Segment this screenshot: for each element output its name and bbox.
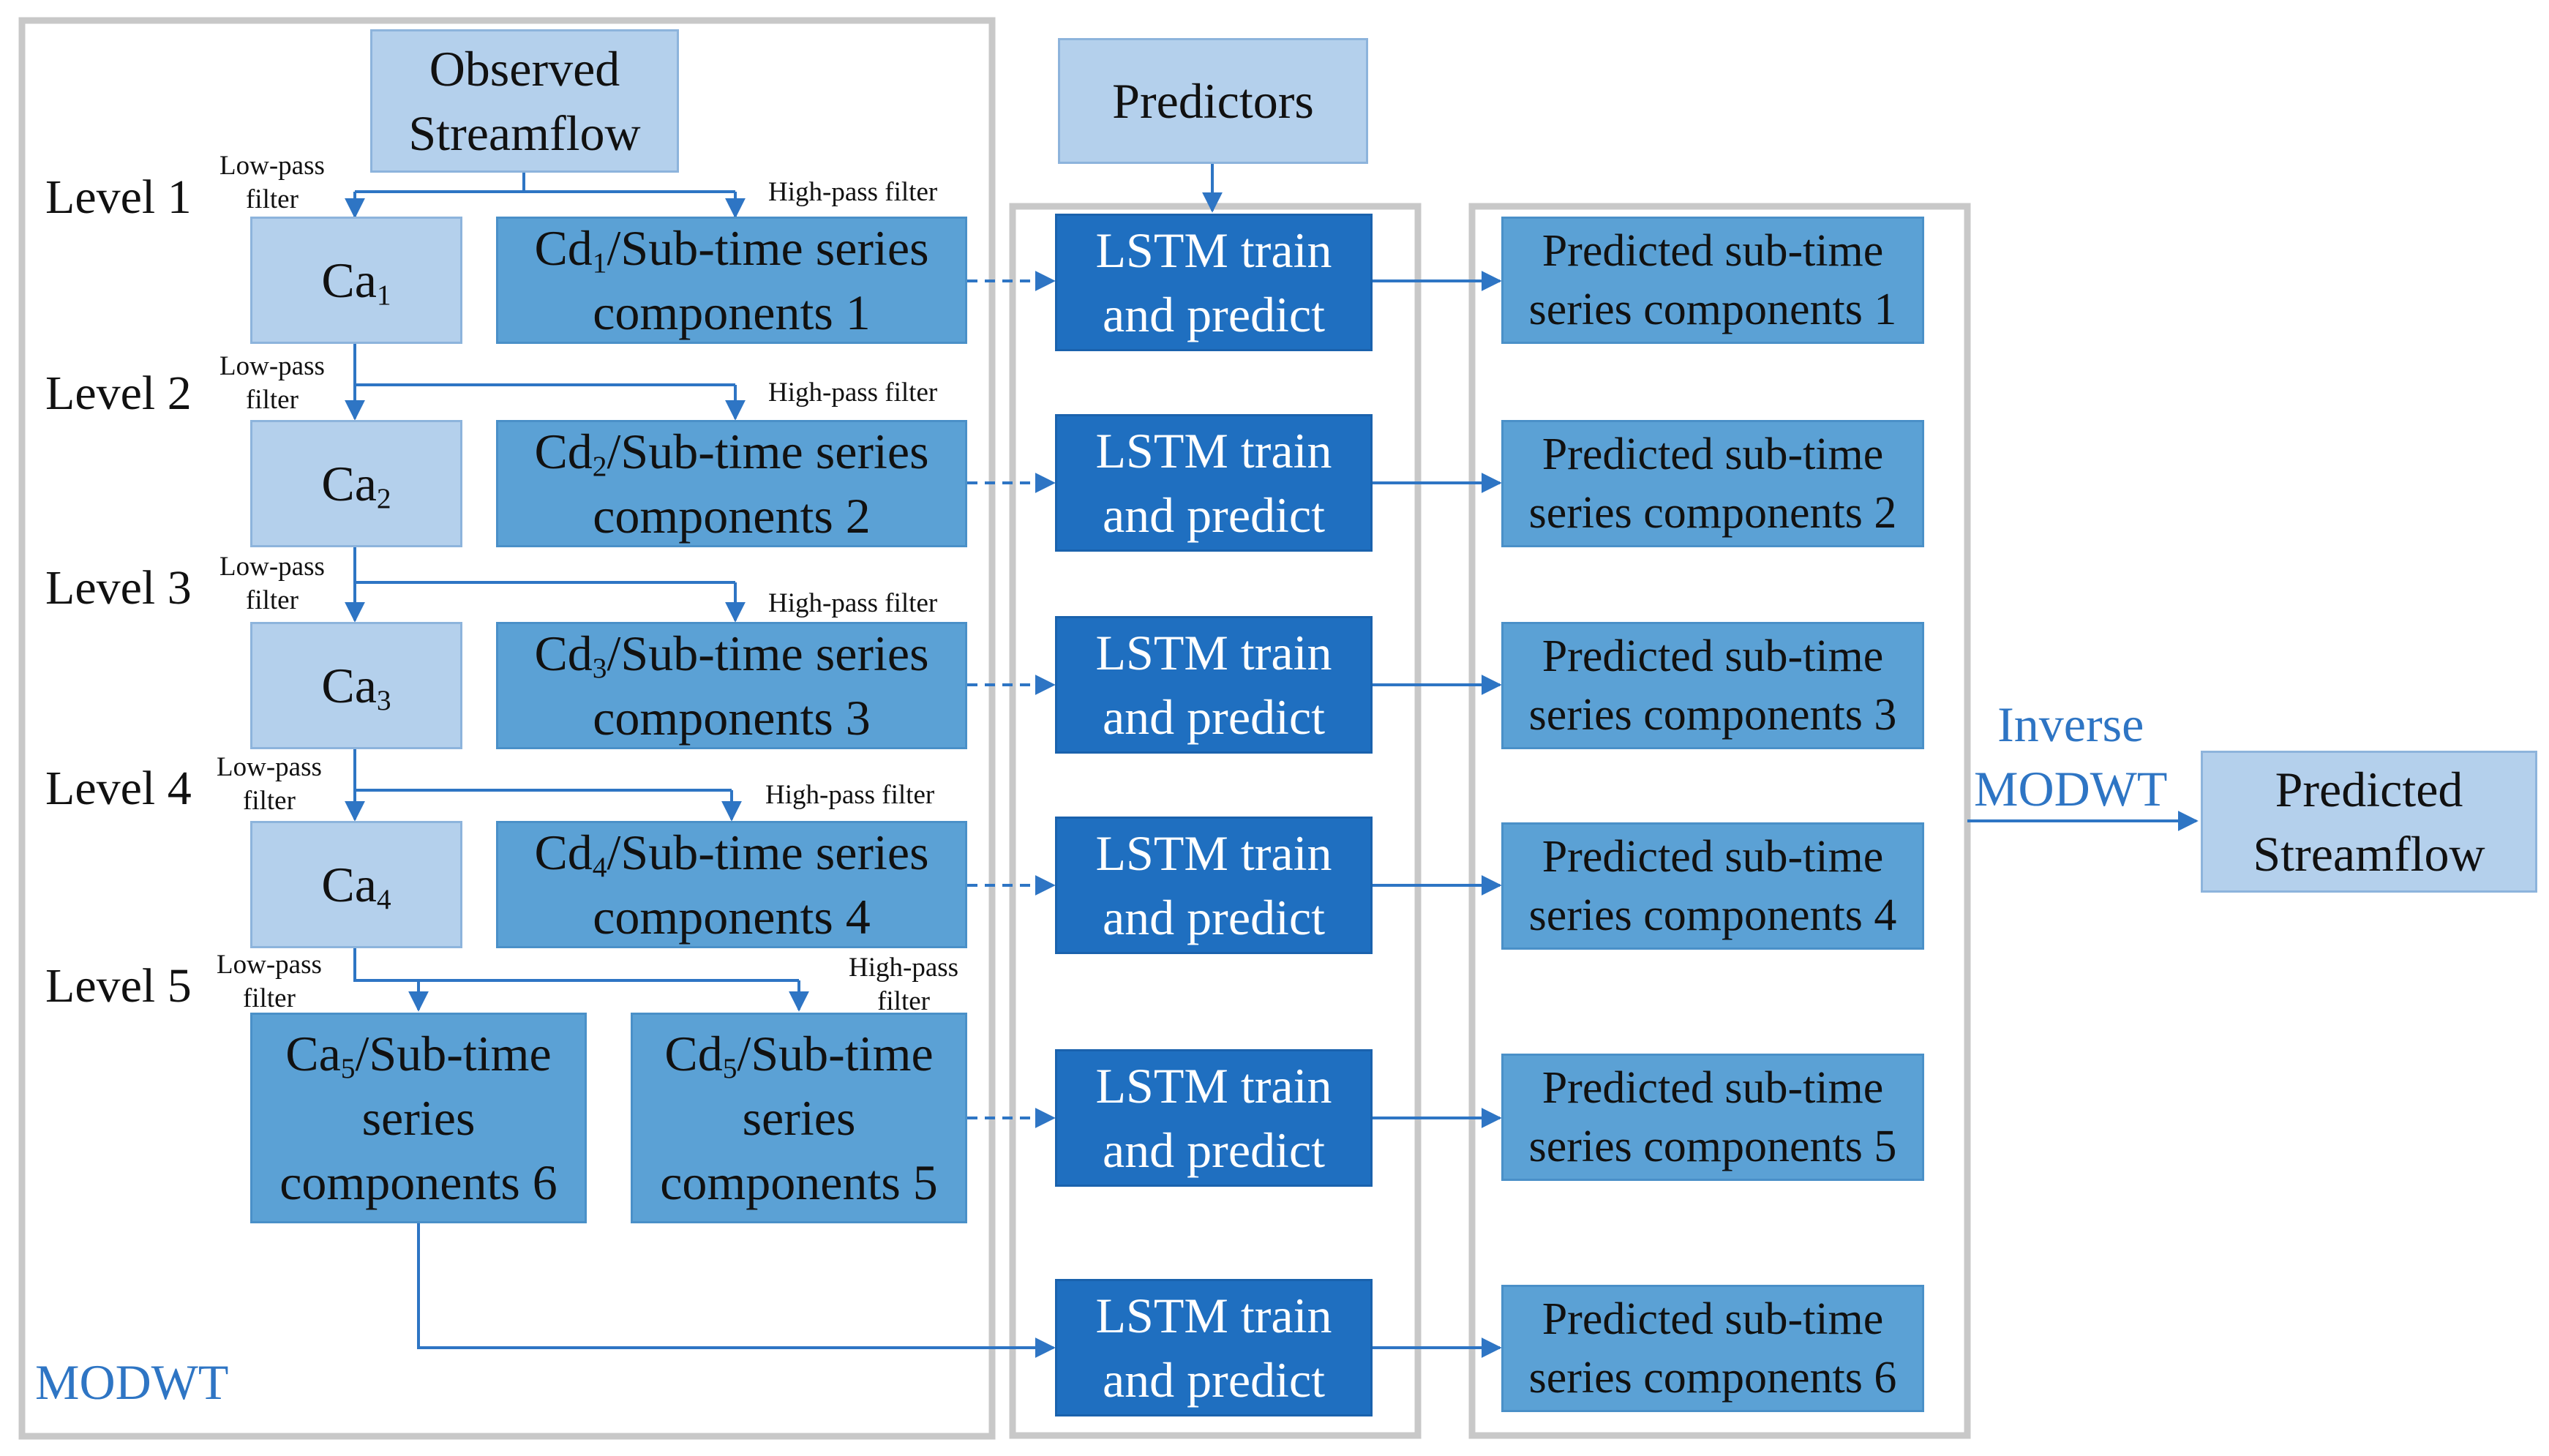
modwt-label: MODWT — [35, 1354, 229, 1410]
split-level-4 — [353, 749, 732, 792]
high-pass-label-3: High-pass filter — [768, 588, 938, 618]
cd-box-2: Cd2/Sub-time series components 2 — [496, 420, 967, 547]
high-pass-label-2: High-pass filter — [768, 378, 938, 408]
ca-box-2: Ca2 — [250, 420, 462, 547]
split-level-3 — [353, 547, 735, 584]
level-label-1: Level 1 — [45, 170, 192, 224]
modwt-frame — [18, 17, 996, 1440]
split-level-5 — [353, 948, 799, 982]
observed-streamflow-box: Observed Streamflow — [370, 29, 679, 173]
observed-line1: Observed — [429, 41, 620, 97]
predictors-label: Predictors — [1112, 73, 1314, 129]
predicted-streamflow-box: Predicted Streamflow — [2201, 751, 2537, 893]
split-level-2 — [353, 344, 735, 386]
level-label-2: Level 2 — [45, 367, 192, 420]
ca-box-3: Ca3 — [250, 622, 462, 749]
ca5-box: Ca5/Sub-time series components 6 — [250, 1013, 587, 1223]
ca-box-4: Ca4 — [250, 821, 462, 948]
cd-box-3: Cd3/Sub-time series components 3 — [496, 622, 967, 749]
predictors-box: Predictors — [1058, 38, 1368, 164]
cd5-box: Cd5/Sub-time series components 5 — [631, 1013, 967, 1223]
inverse-modwt-label: Inverse MODWT — [1974, 697, 2168, 817]
ca5-to-lstm6 — [417, 1223, 1056, 1358]
cd-box-1: Cd1/Sub-time series components 1 — [496, 217, 967, 344]
level-label-5: Level 5 — [45, 959, 192, 1013]
level-label-3: Level 3 — [45, 561, 192, 615]
high-pass-label-1: High-pass filter — [768, 177, 938, 207]
prediction-frame — [1468, 203, 1971, 1439]
ca-box-1: Ca1 — [250, 217, 462, 344]
cd-box-4: Cd4/Sub-time series components 4 — [496, 821, 967, 948]
level-label-4: Level 4 — [45, 762, 192, 815]
observed-line2: Streamflow — [408, 105, 641, 161]
high-pass-label-4: High-pass filter — [765, 780, 935, 810]
